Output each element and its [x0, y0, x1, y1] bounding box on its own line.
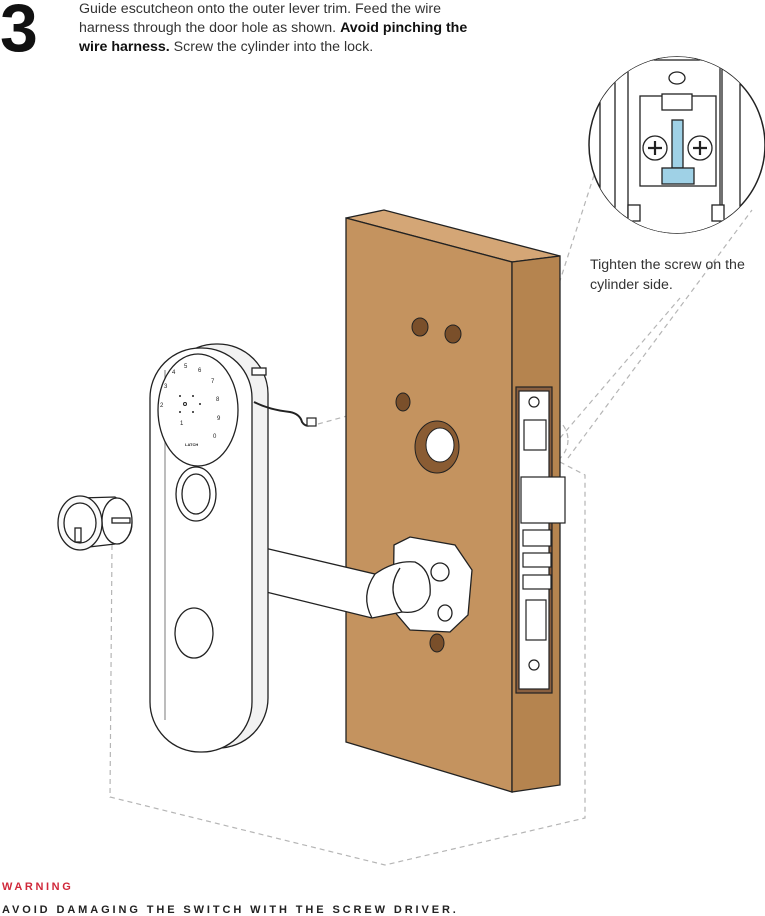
instruction-text-1: Guide escutcheon onto the outer lever tr… [79, 1, 441, 36]
keypad-face [157, 353, 239, 467]
step-instructions: Guide escutcheon onto the outer lever tr… [79, 0, 489, 57]
dashed-guide-lines [109, 165, 753, 866]
key-0: 0 [213, 434, 217, 440]
door-screw-hole-3 [429, 633, 445, 653]
warning-text: AVOID DAMAGING THE SWITCH WITH THE SCREW… [2, 904, 459, 916]
key-6: 6 [198, 368, 202, 374]
instruction-warning-bold: Avoid pinching the wire harness. [79, 20, 468, 55]
door-screw-hole-1 [411, 317, 429, 337]
keypad-sensor-dots [179, 395, 201, 413]
keypad-brand-logo: LATCH [185, 442, 198, 447]
zoom-callout-label: Tighten the screw on the cylinder side. [590, 257, 745, 293]
keypad-escutcheon [149, 343, 269, 753]
instruction-text-2: Screw the cylinder into the lock. [173, 39, 374, 55]
key-7: 7 [211, 379, 215, 385]
keypad-digits: 1 2 3 4 5 6 7 8 9 0 LATCH [160, 364, 221, 447]
switch-highlight [671, 119, 684, 169]
key-4: 4 [172, 370, 176, 376]
lever-handle [255, 545, 431, 619]
key-5: 5 [184, 364, 188, 370]
door-screw-hole-2 [444, 324, 462, 344]
key-2: 2 [160, 403, 164, 409]
key-3: 3 [164, 384, 168, 390]
escutcheon-cylinder-opening [174, 607, 214, 659]
wire-harness [253, 401, 317, 427]
step-number: 3 [0, 0, 38, 66]
key-8: 8 [216, 397, 220, 403]
warning-title: WARNING [2, 881, 74, 893]
mortise-lock [515, 386, 566, 694]
zoom-callout [588, 56, 765, 234]
key-1: 1 [180, 421, 184, 427]
key-9: 9 [217, 416, 221, 422]
key-cylinder [57, 495, 133, 551]
wire-hole [395, 392, 411, 412]
